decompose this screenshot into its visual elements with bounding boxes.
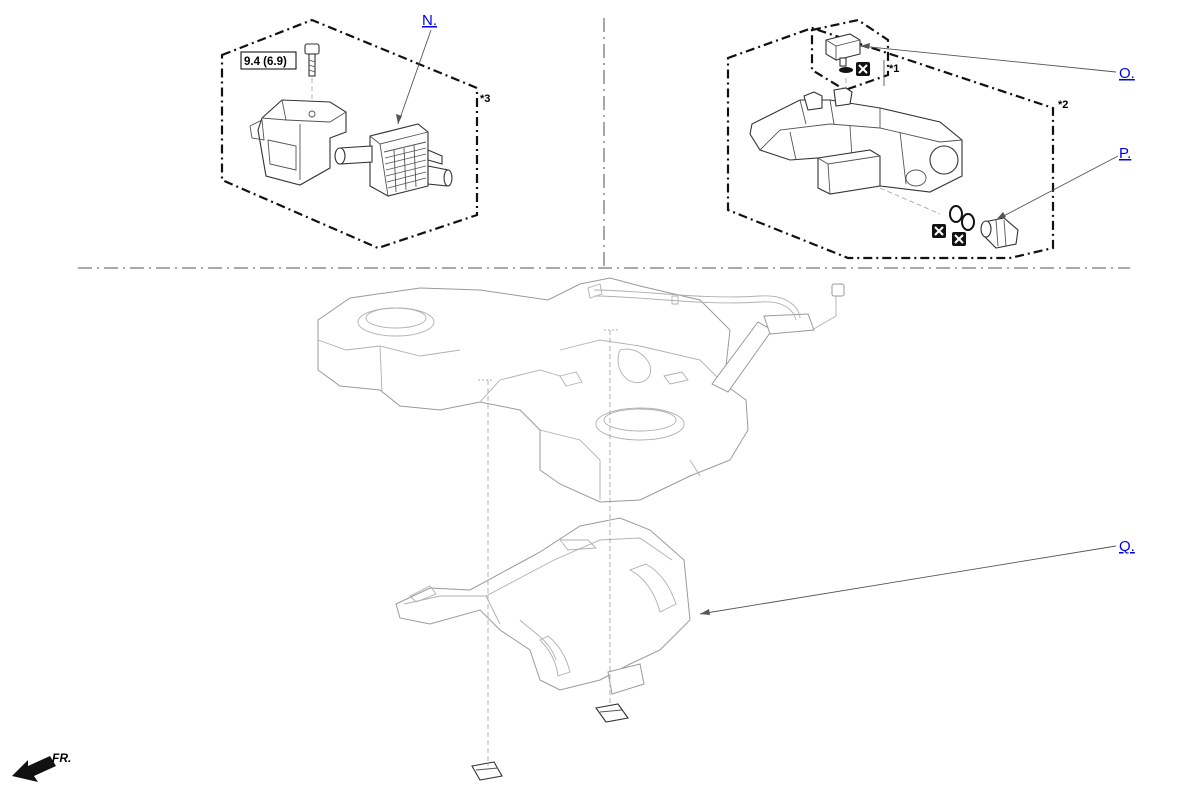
- group-1-boundary: [810, 18, 890, 92]
- non-reusable-part-icon: [932, 224, 946, 238]
- o-ring-1: [839, 67, 853, 73]
- note-2-label: *2: [1058, 99, 1068, 111]
- callout-n-arrowhead: [396, 114, 402, 124]
- callout-q-link[interactable]: Q.: [1119, 538, 1135, 555]
- group-3-boundary: [220, 18, 479, 250]
- note-3-label: *3: [480, 93, 490, 105]
- callout-q-leader: [699, 545, 1117, 615]
- o-ring-2: [949, 205, 963, 223]
- front-marker-label: FR.: [52, 751, 71, 765]
- callout-p-link[interactable]: P.: [1119, 145, 1131, 162]
- protector-clip-2: [471, 761, 503, 781]
- pressure-sensor: [825, 33, 861, 67]
- bolt-icon: [304, 43, 320, 77]
- fuel-tank: [317, 277, 845, 503]
- callout-o-arrowhead: [860, 43, 870, 49]
- charcoal-canister: [749, 87, 963, 195]
- torque-spec-text: 9.4 (6.9): [244, 56, 287, 68]
- callout-q-arrowhead: [700, 609, 710, 615]
- callout-p-leader: [995, 155, 1119, 221]
- callout-o-link[interactable]: O.: [1119, 65, 1135, 82]
- non-reusable-part-icon: [952, 232, 966, 246]
- callout-n-link[interactable]: N.: [422, 12, 437, 29]
- fuel-pump-module-group: 9.4 (6.9): [220, 12, 490, 250]
- fuel-tank-group: Q.: [317, 277, 1135, 781]
- callout-o-leader: [859, 45, 1117, 73]
- fuel-tank-protector: [395, 517, 691, 695]
- non-reusable-part-icon: [856, 62, 870, 76]
- pipe-connector: [980, 217, 1019, 249]
- charcoal-canister-group: *1: [726, 18, 1135, 260]
- torque-spec-box: [240, 51, 297, 70]
- note-1-label: *1: [889, 63, 899, 75]
- pump-bracket: [249, 99, 347, 186]
- protector-clip-1: [595, 703, 629, 723]
- fuel-pump-body: [334, 123, 453, 197]
- callout-n-leader: [397, 29, 432, 125]
- o-ring-3: [961, 213, 975, 231]
- callout-p-arrowhead: [996, 212, 1006, 220]
- front-arrow-icon: [12, 756, 56, 782]
- front-direction-marker: FR.: [12, 751, 71, 782]
- pipe-axis-line: [879, 187, 941, 215]
